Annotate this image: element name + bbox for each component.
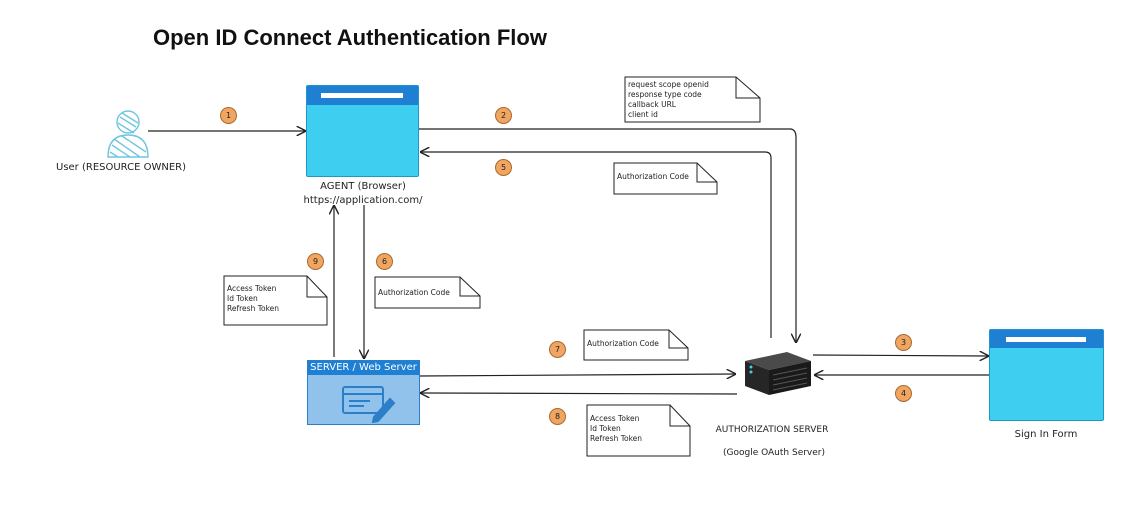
sign-in-label: Sign In Form — [1014, 429, 1078, 440]
arrow-step-3 — [812, 355, 988, 356]
arrow-step-7 — [418, 374, 735, 376]
arrow-step-5 — [421, 152, 772, 338]
step-badge-4: 4 — [895, 385, 912, 402]
edit-window-icon — [342, 386, 396, 423]
sign-in-form-window[interactable] — [989, 329, 1104, 421]
server-rack-icon — [745, 352, 811, 395]
arrow-step-2 — [419, 128, 796, 342]
step-badge-8: 8 — [549, 408, 566, 425]
step-badge-5: 5 — [495, 159, 512, 176]
user-node[interactable] — [100, 105, 160, 160]
note-auth-code-7: Authorization Code — [583, 329, 690, 362]
agent-browser-window[interactable] — [306, 85, 419, 177]
step-badge-2: 2 — [495, 107, 512, 124]
step-badge-9: 9 — [307, 253, 324, 270]
diagram-title: Open ID Connect Authentication Flow — [153, 25, 547, 50]
user-label: User (RESOURCE OWNER) — [56, 162, 187, 173]
sign-in-title-bar — [990, 330, 1103, 348]
note-auth-code-5: Authorization Code — [613, 162, 719, 196]
web-server-node[interactable]: SERVER / Web Server — [307, 360, 420, 425]
step-badge-1: 1 — [220, 107, 237, 124]
user-icon — [107, 110, 149, 158]
step-badge-7: 7 — [549, 341, 566, 358]
agent-url-label: https://application.com/ — [303, 195, 423, 206]
note-auth-code-6: Authorization Code — [374, 276, 482, 310]
step-badge-6: 6 — [376, 253, 393, 270]
browser-title-bar — [307, 86, 418, 105]
web-server-label: SERVER / Web Server — [310, 362, 417, 373]
agent-label: AGENT (Browser) — [320, 181, 406, 192]
note-tokens-8: Access Token Id Token Refresh Token — [586, 404, 692, 458]
arrow-step-8 — [421, 393, 738, 394]
authorization-server-sublabel: (Google OAuth Server) — [722, 448, 826, 458]
step-badge-3: 3 — [895, 334, 912, 351]
note-tokens-9: Access Token Id Token Refresh Token — [223, 275, 329, 327]
authorization-server-label: AUTHORIZATION SERVER — [715, 425, 829, 435]
authorization-server-node[interactable] — [735, 349, 813, 397]
note-request-params: request scope openid response type code … — [624, 76, 762, 124]
